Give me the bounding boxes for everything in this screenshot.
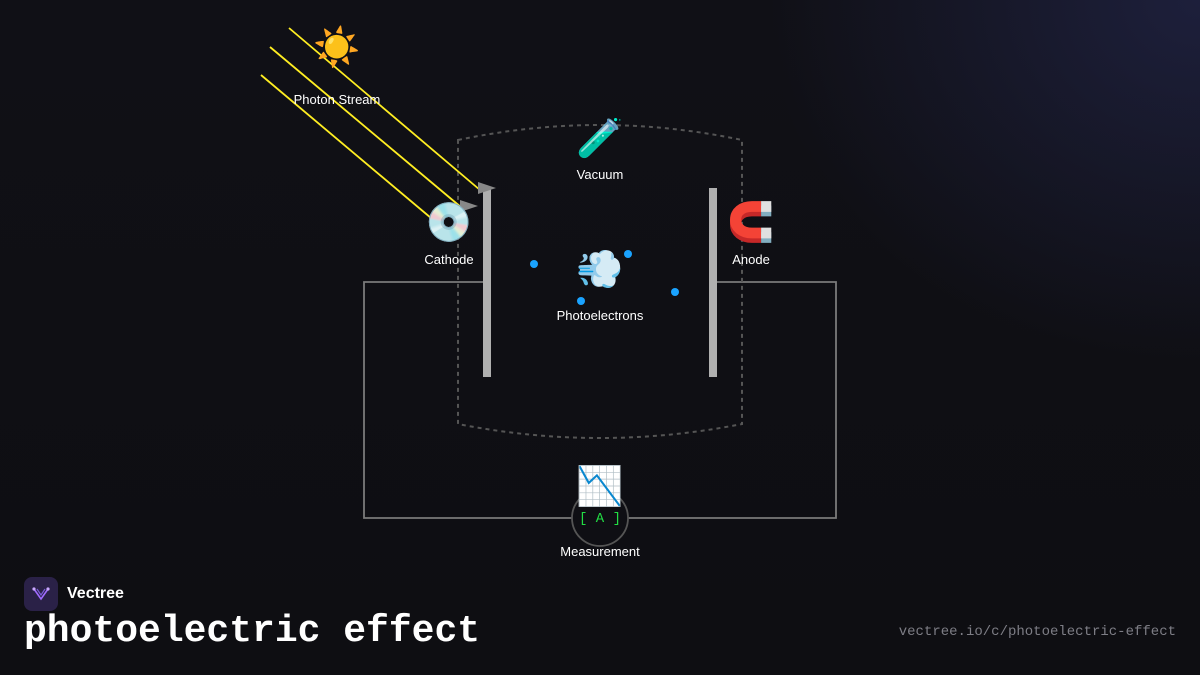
electron-dot — [530, 260, 538, 268]
electron-dot — [671, 288, 679, 296]
circuit-wire-right — [628, 281, 837, 519]
dash-puff-icon: 💨 — [576, 247, 624, 291]
light-ray-1 — [288, 27, 481, 191]
vacuum-label: Vacuum — [576, 167, 624, 182]
vacuum-tube-outline — [457, 124, 743, 439]
measurement-label: Measurement — [560, 544, 640, 559]
ray-arrowhead-2 — [460, 200, 478, 212]
brand: Vectree — [24, 577, 124, 611]
ammeter-circle — [571, 489, 629, 547]
anode-label: Anode — [732, 252, 770, 267]
photoelectrons-label: Photoelectrons — [556, 308, 644, 323]
cathode-plate — [483, 188, 491, 377]
vectree-logo-icon — [24, 577, 58, 611]
brand-name: Vectree — [67, 585, 124, 602]
electron-dot — [577, 297, 585, 305]
page-title: photoelectric effect — [24, 610, 481, 653]
magnet-icon: 🧲 — [727, 200, 775, 244]
light-ray-2 — [269, 46, 463, 209]
vectree-logo-glyph — [32, 587, 50, 601]
light-ray-3 — [260, 74, 451, 235]
anode-plate — [709, 188, 717, 377]
page-url: vectree.io/c/photoelectric-effect — [898, 624, 1176, 640]
circuit-wire-left — [363, 281, 572, 519]
photon-stream-label: Photon Stream — [293, 92, 381, 107]
ray-arrowhead-1 — [478, 182, 496, 194]
chart-decreasing-icon: 📉 — [576, 464, 624, 508]
disc-icon: 💿 — [425, 200, 473, 244]
test-tube-icon: 🧪 — [576, 116, 624, 160]
electron-dot — [624, 250, 632, 258]
ammeter-readout: [ A ] — [578, 511, 622, 527]
sun-icon: ☀️ — [313, 25, 361, 69]
cathode-label: Cathode — [424, 252, 474, 267]
